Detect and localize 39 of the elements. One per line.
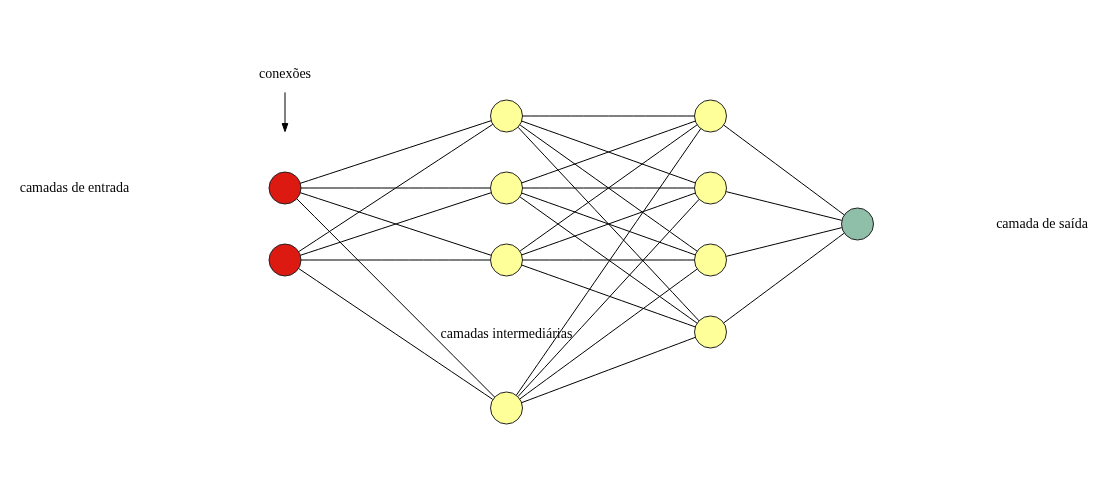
connector — [519, 268, 698, 399]
connector — [298, 123, 494, 252]
node-circle — [694, 99, 727, 132]
node-circle — [268, 171, 302, 204]
connector — [521, 120, 696, 183]
node-circle — [268, 243, 302, 276]
label: camada de saída — [996, 215, 1088, 231]
connector — [298, 267, 494, 400]
connector — [723, 124, 845, 215]
node-circle — [694, 171, 727, 204]
node-circle — [490, 99, 523, 132]
connector — [519, 196, 698, 324]
node-circle — [490, 391, 523, 424]
connector — [296, 197, 496, 397]
connector — [725, 226, 843, 257]
connector — [522, 115, 695, 116]
connector — [517, 126, 700, 321]
connector — [299, 191, 492, 256]
connector — [299, 119, 492, 184]
arrow — [281, 91, 289, 132]
connector — [300, 187, 491, 188]
connector — [521, 264, 696, 327]
node-circle — [694, 243, 727, 276]
node-text: conexões — [258, 65, 312, 81]
connector — [521, 192, 696, 255]
label: camadas de entrada — [19, 179, 130, 195]
connector — [522, 259, 695, 260]
node-circle — [490, 171, 523, 204]
connector — [300, 259, 491, 260]
node-circle — [841, 207, 874, 240]
node-circle — [490, 243, 523, 276]
connector — [522, 187, 695, 188]
connector — [725, 190, 843, 221]
connector — [521, 336, 696, 403]
connector — [515, 127, 702, 396]
label: camadas intermediárias — [440, 325, 573, 341]
connector — [517, 198, 700, 397]
node-circle — [694, 315, 727, 348]
connector — [723, 232, 845, 323]
